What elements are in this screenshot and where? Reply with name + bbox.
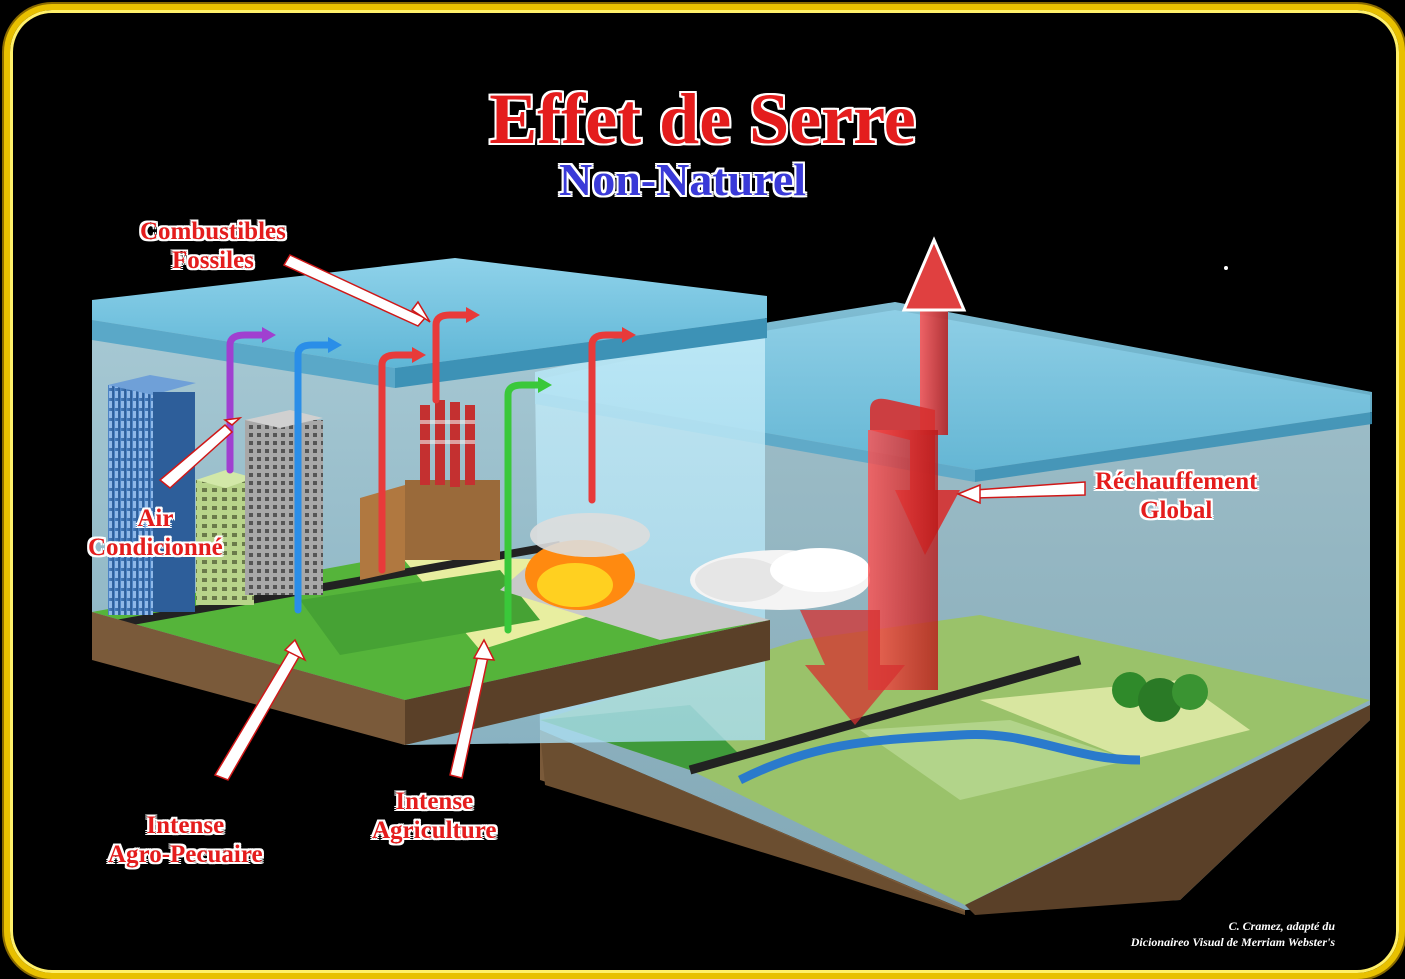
smoke-cloud: [690, 548, 870, 610]
label-rechauffement-text: Réchauffement Global: [1095, 468, 1258, 524]
credit: C. Cramez, adapté du Dicionaireo Visual …: [1131, 918, 1335, 950]
label-agriculture: Intense Agriculture: [372, 788, 497, 846]
label-air-text: Air Condicionné: [88, 505, 223, 561]
label-rechauffement: Réchauffement Global: [1095, 468, 1257, 526]
marker-dot: [1224, 266, 1228, 270]
label-combustibles: Combustibles Fossiles: [140, 218, 286, 276]
credit-line1: C. Cramez, adapté du: [1228, 919, 1335, 933]
subtitle-text: Non-Naturel: [558, 154, 807, 205]
label-agro: Intense Agro-Pecuaire: [108, 812, 263, 870]
credit-line2: Dicionaireo Visual de Merriam Webster's: [1130, 935, 1335, 950]
subtitle: Non-Naturel: [0, 154, 1405, 207]
label-agro-text: Intense Agro-Pecuaire: [108, 812, 263, 868]
buildings: [108, 375, 500, 615]
heat-arrows: [800, 236, 967, 725]
label-combustibles-text: Combustibles Fossiles: [140, 218, 286, 274]
emission-arrows: [226, 307, 636, 634]
label-air: Air Condicionné: [88, 505, 223, 563]
fire: [525, 513, 650, 610]
pointer-arrows: [158, 254, 1086, 781]
label-agriculture-text: Intense Agriculture: [372, 788, 497, 844]
title: Effet de Serre: [489, 79, 916, 159]
